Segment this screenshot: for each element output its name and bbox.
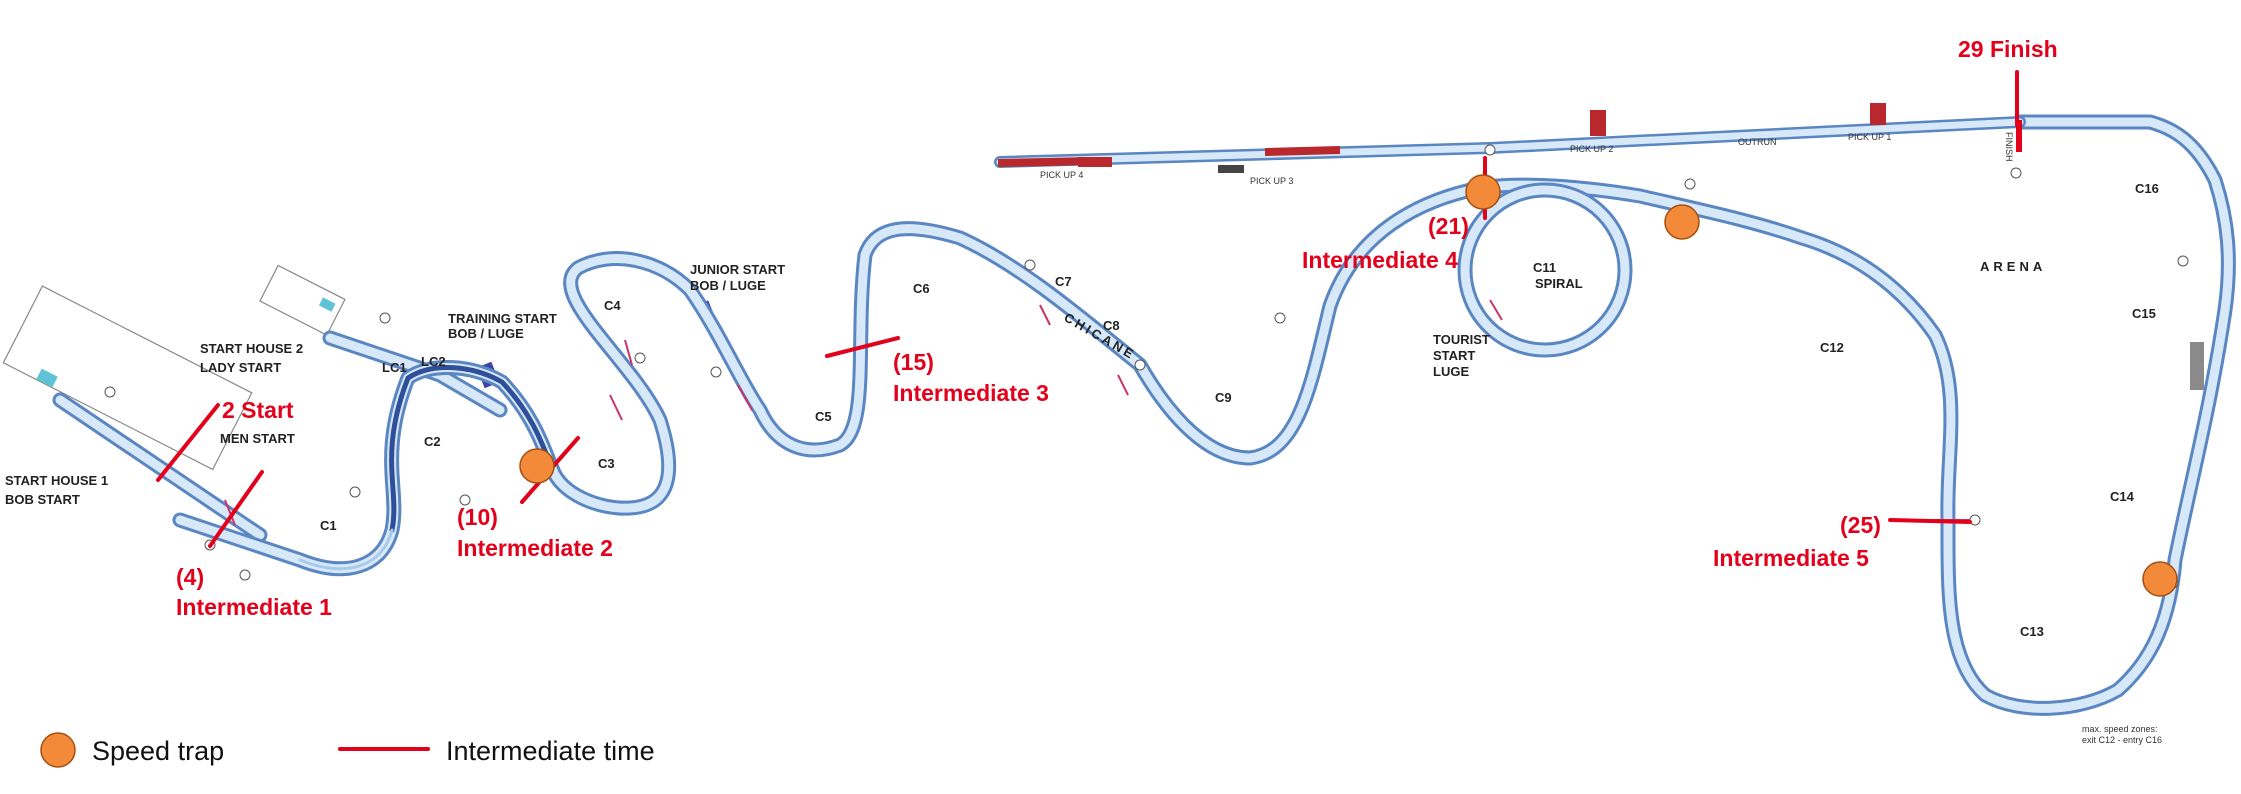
outrun-track bbox=[994, 116, 2026, 168]
intermediate-5-label: Intermediate 5 bbox=[1713, 545, 1869, 571]
lady-start-label: LADY START bbox=[200, 360, 281, 375]
curve-label-c13: C13 bbox=[2020, 624, 2044, 639]
photocell-marks bbox=[224, 299, 1970, 526]
curve-label-c7: C7 bbox=[1055, 274, 1072, 289]
intermediate-4-label: Intermediate 4 bbox=[1302, 247, 1458, 273]
speed-trap-marker bbox=[2142, 561, 2178, 597]
pickup-2-label: PICK UP 2 bbox=[1570, 144, 1613, 154]
pickup-4-label: PICK UP 4 bbox=[1040, 170, 1083, 180]
start-house-1-label: START HOUSE 1 bbox=[5, 473, 108, 488]
curve-label-c14: C14 bbox=[2110, 489, 2135, 504]
legend: Speed trap Intermediate time bbox=[40, 732, 655, 768]
intermediate-2-label: Intermediate 2 bbox=[457, 535, 613, 561]
lc1-label: LC1 bbox=[382, 360, 407, 375]
intermediate-1-number: (4) bbox=[176, 564, 204, 590]
tourist-luge-label: LUGE bbox=[1433, 364, 1469, 379]
curve-label-c4: C4 bbox=[604, 298, 621, 313]
start-house-2-label: START HOUSE 2 bbox=[200, 341, 303, 356]
curve-label-c12: C12 bbox=[1820, 340, 1844, 355]
pickup-1-label: PICK UP 1 bbox=[1848, 132, 1891, 142]
spiral-loop bbox=[1457, 182, 1633, 358]
curve-label-c11: C11 bbox=[1533, 260, 1556, 275]
start-house-1-frame bbox=[2, 285, 253, 471]
start-timing-line bbox=[156, 403, 220, 482]
main-track bbox=[172, 114, 2236, 716]
junior-start-sub-label: BOB / LUGE bbox=[690, 278, 766, 293]
finish-small-label: FINISH bbox=[2004, 132, 2014, 162]
curve-label-c15: C15 bbox=[2132, 306, 2156, 321]
curve-label-c6: C6 bbox=[913, 281, 930, 296]
arena-label: ARENA bbox=[1980, 259, 2046, 274]
pickup-structures bbox=[1078, 103, 2204, 390]
start-house-2-frame bbox=[259, 264, 346, 336]
intermediate-5-number: (25) bbox=[1840, 512, 1881, 538]
speed-trap-legend-icon bbox=[40, 732, 76, 768]
speed-zone-note-2: exit C12 - entry C16 bbox=[2082, 735, 2162, 745]
pickup-3-label: PICK UP 3 bbox=[1250, 176, 1293, 186]
outrun-label: OUTRUN bbox=[1738, 137, 1777, 147]
intermediate-3-line bbox=[825, 336, 900, 358]
start-label: 2 Start bbox=[222, 397, 294, 423]
curve-label-c1: C1 bbox=[320, 518, 337, 533]
start-house-1-building-icon bbox=[36, 368, 58, 388]
curve-label-c8: C8 bbox=[1103, 318, 1120, 333]
tourist-start-label: START bbox=[1433, 348, 1475, 363]
men-start-label: MEN START bbox=[220, 431, 295, 446]
intermediate-1-label: Intermediate 1 bbox=[176, 594, 332, 620]
bob-start-label: BOB START bbox=[5, 492, 80, 507]
chicane-label: CHICANE bbox=[1062, 310, 1139, 363]
lc2-label: LC2 bbox=[421, 354, 446, 369]
curve-label-c5: C5 bbox=[815, 409, 832, 424]
intermediate-3-label: Intermediate 3 bbox=[893, 380, 1049, 406]
curve-label-c16: C16 bbox=[2135, 181, 2159, 196]
intermediate-4-number: (21) bbox=[1428, 213, 1469, 239]
speed-trap-marker bbox=[519, 448, 555, 484]
start-house-2-building-icon bbox=[318, 297, 336, 312]
intermediate-time-legend-label: Intermediate time bbox=[446, 736, 655, 766]
speed-zone-note: max. speed zones: bbox=[2082, 724, 2158, 734]
speed-trap-legend-label: Speed trap bbox=[92, 736, 224, 766]
training-start-sub-label: BOB / LUGE bbox=[448, 326, 524, 341]
finish-label: 29 Finish bbox=[1958, 36, 2058, 62]
intermediate-3-number: (15) bbox=[893, 349, 934, 375]
speed-trap-marker bbox=[1664, 204, 1700, 240]
curve-label-c3: C3 bbox=[598, 456, 615, 471]
speed-trap-marker bbox=[1465, 174, 1501, 210]
training-start-label: TRAINING START bbox=[448, 311, 557, 326]
tourist-label: TOURIST bbox=[1433, 332, 1490, 347]
curve-label-c2: C2 bbox=[424, 434, 441, 449]
curve-label-c9: C9 bbox=[1215, 390, 1232, 405]
intermediate-5-line bbox=[1888, 518, 1972, 524]
intermediate-2-number: (10) bbox=[457, 504, 498, 530]
junior-start-label: JUNIOR START bbox=[690, 262, 785, 277]
intermediate-1-line bbox=[208, 470, 264, 548]
spiral-label: SPIRAL bbox=[1535, 276, 1583, 291]
